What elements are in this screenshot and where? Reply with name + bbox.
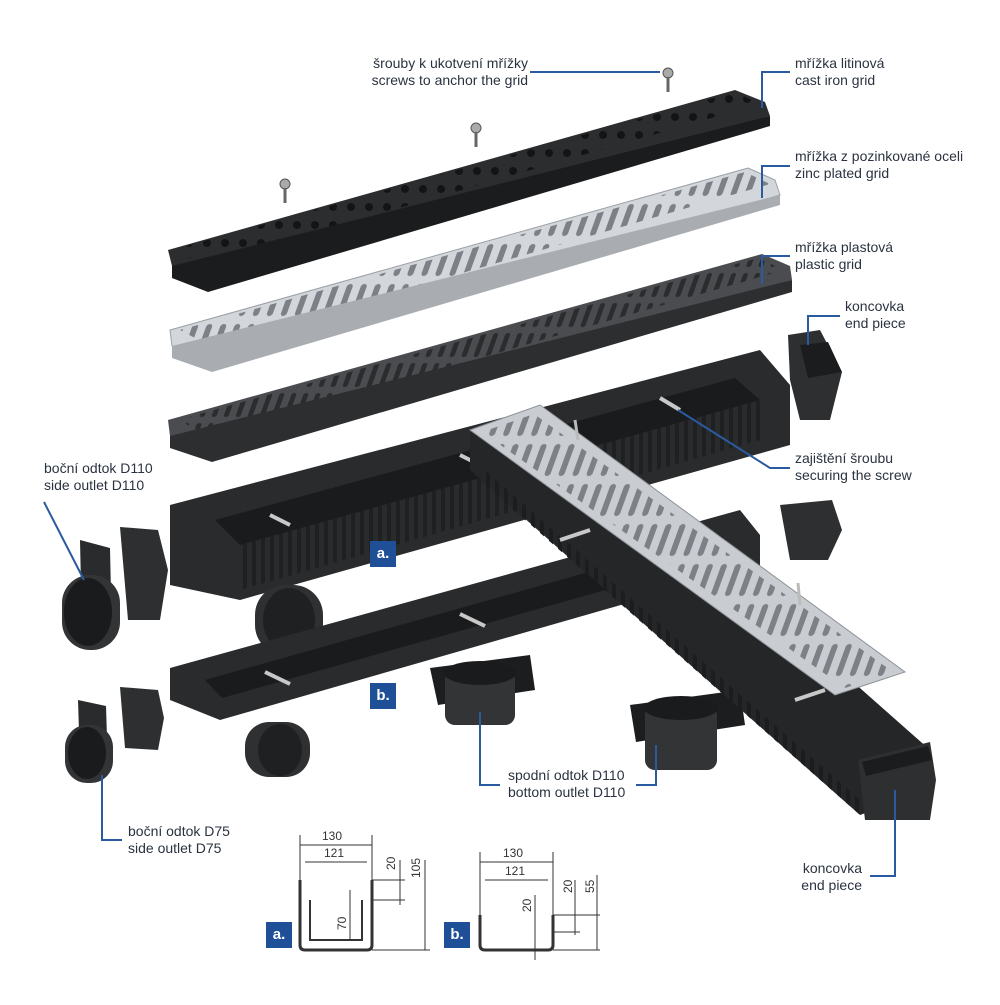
label-end-piece-top-cz: koncovka xyxy=(845,298,905,314)
label-side-d110-en: side outlet D110 xyxy=(44,477,145,493)
label-securing-cz: zajištění šroubu xyxy=(795,450,894,466)
dimension-drawing-a xyxy=(298,835,430,952)
leader-side-d110 xyxy=(43,501,85,581)
label-screws-en: screws to anchor the grid xyxy=(371,72,528,88)
label-cast-iron: mřížka litinová cast iron grid xyxy=(795,55,884,89)
end-piece-middle xyxy=(780,500,842,560)
end-piece-left-a xyxy=(120,527,168,620)
anchor-screw xyxy=(470,122,482,147)
dim-b-grid-height: 20 xyxy=(561,879,575,893)
leader-bottom-a xyxy=(636,745,657,786)
cast-iron-grid xyxy=(168,90,770,292)
label-securing-en: securing the screw xyxy=(795,467,912,483)
leader-bottom-b xyxy=(479,712,500,786)
label-bottom-d110-cz: spodní odtok D110 xyxy=(508,767,625,783)
label-side-d75-cz: boční odtok D75 xyxy=(128,823,230,839)
badge-a-dimension: a. xyxy=(266,922,292,948)
leader-lines xyxy=(43,71,896,877)
dim-a-outer-width: 130 xyxy=(322,829,342,843)
end-piece-top xyxy=(788,330,842,420)
leader-plastic xyxy=(761,255,790,284)
leader-end-top xyxy=(807,315,840,345)
label-side-d110: boční odtok D110 side outlet D110 xyxy=(44,460,153,494)
label-end-piece-bottom-cz: koncovka xyxy=(802,860,862,876)
dim-a-inner-width: 121 xyxy=(324,846,344,860)
badge-b-dimension: b. xyxy=(444,922,470,948)
label-side-d75: boční odtok D75 side outlet D75 xyxy=(128,823,230,857)
label-zinc-cz: mřížka z pozinkované oceli xyxy=(795,148,964,164)
label-cast-iron-en: cast iron grid xyxy=(795,72,876,88)
label-plastic-cz: mřížka plastová xyxy=(795,239,894,255)
plastic-grid xyxy=(168,254,792,462)
dim-a-grid-height: 20 xyxy=(384,856,398,870)
label-bottom-d110-en: bottom outlet D110 xyxy=(508,784,626,800)
label-cast-iron-cz: mřížka litinová xyxy=(795,55,885,71)
leader-cast-iron xyxy=(761,71,790,108)
dim-b-total-height: 55 xyxy=(583,879,597,893)
end-piece-left-b xyxy=(120,687,164,750)
label-side-d75-en: side outlet D75 xyxy=(128,840,222,856)
side-outlet-d75-channel xyxy=(245,722,310,777)
bottom-outlet-d110-a xyxy=(630,690,745,770)
label-plastic: mřížka plastová plastic grid xyxy=(795,239,893,273)
anchor-screw xyxy=(662,67,674,92)
dim-a-inner-height: 70 xyxy=(335,916,349,930)
leader-side-d75 xyxy=(101,775,122,841)
label-side-d110-cz: boční odtok D110 xyxy=(44,460,153,476)
side-outlet-d110-part xyxy=(62,540,120,650)
leader-end-bottom xyxy=(870,790,896,877)
leader-zinc xyxy=(761,165,790,198)
dim-a-total-height: 105 xyxy=(409,858,423,878)
label-bottom-d110: spodní odtok D110 bottom outlet D110 xyxy=(508,767,625,801)
label-end-piece-bottom-en: end piece xyxy=(801,877,862,893)
label-end-piece-top-en: end piece xyxy=(845,315,906,331)
end-piece-bottom xyxy=(858,742,936,820)
anchor-screw xyxy=(279,178,291,203)
dim-b-inner-width: 121 xyxy=(505,864,525,878)
label-screws: šrouby k ukotvení mřížky screws to ancho… xyxy=(360,55,528,89)
label-securing: zajištění šroubu securing the screw xyxy=(795,450,912,484)
dim-b-outer-width: 130 xyxy=(503,846,523,860)
dim-b-inner-height: 20 xyxy=(520,898,534,912)
diagonal-channel xyxy=(468,404,930,815)
leader-securing xyxy=(677,409,790,469)
label-end-piece-top: koncovka end piece xyxy=(845,298,906,332)
badge-a: a. xyxy=(370,541,396,567)
label-screws-cz: šrouby k ukotvení mřížky xyxy=(373,55,528,71)
label-end-piece-bottom: koncovka end piece xyxy=(780,860,862,894)
badge-b: b. xyxy=(370,683,396,709)
side-outlet-d75-part xyxy=(65,700,113,783)
label-zinc: mřížka z pozinkované oceli zinc plated g… xyxy=(795,148,963,182)
label-zinc-en: zinc plated grid xyxy=(795,165,890,181)
bottom-outlet-d110-b xyxy=(430,655,535,725)
label-plastic-en: plastic grid xyxy=(795,256,862,272)
zinc-plated-grid xyxy=(169,167,781,372)
dimension-drawing-b xyxy=(478,852,600,960)
